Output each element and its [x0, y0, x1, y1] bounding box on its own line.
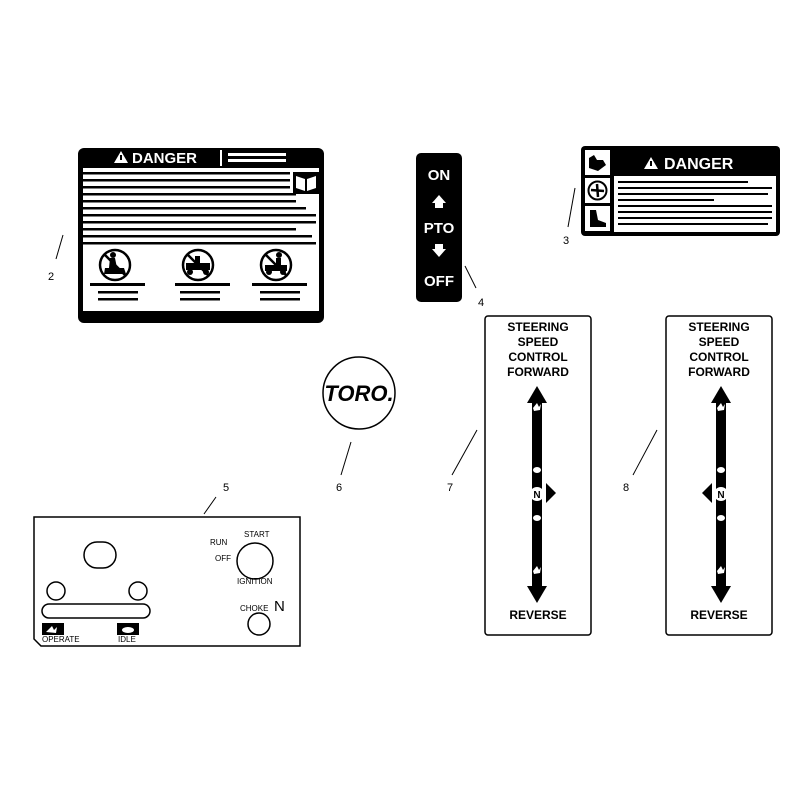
decal-7-neutral: N [533, 490, 540, 501]
decal-8-reverse: REVERSE [690, 608, 747, 622]
decal-2-text-lines [80, 172, 316, 245]
decal-5-control-panel: OPERATE IDLE RUN START OFF IGNITION CHOK… [33, 516, 301, 647]
fast-rabbit-icon [42, 623, 64, 635]
slow-turtle-icon [117, 623, 139, 635]
no-passenger-icon [181, 248, 215, 282]
decal-8-forward: FORWARD [688, 365, 750, 379]
slow-turtle-icon [533, 467, 541, 473]
svg-text:3: 3 [563, 235, 569, 247]
operate-label: OPERATE [42, 635, 80, 644]
panel-cutout-right [128, 581, 148, 601]
warning-triangle-icon [114, 151, 128, 163]
fast-rabbit-icon [533, 566, 541, 574]
toro-logo-text: TORO. [324, 381, 393, 406]
decal-7-line-2: SPEED [518, 335, 559, 349]
decal-2-danger-label: DANGER [78, 148, 324, 323]
decal-8-steering-label: STEERING SPEED CONTROL FORWARD N REVERSE [665, 315, 773, 636]
slow-turtle-icon [717, 515, 725, 521]
choke-symbol: N [274, 598, 285, 615]
idle-label: IDLE [118, 635, 136, 644]
decal-2-header: DANGER [132, 150, 197, 167]
decal-7-steering-label: STEERING SPEED CONTROL FORWARD N REVERSE [484, 315, 592, 636]
warning-triangle-icon [644, 157, 658, 169]
run-label: RUN [210, 538, 228, 547]
neutral-icon [530, 487, 544, 501]
svg-text:2: 2 [48, 271, 54, 283]
ignition-switch-hole [236, 542, 274, 580]
decal-3-header: DANGER [664, 156, 734, 173]
decal-7-line-3: CONTROL [508, 350, 567, 364]
no-passenger-icon [98, 248, 132, 282]
decal-3-text-lines [618, 181, 772, 225]
slow-turtle-icon [533, 515, 541, 521]
slow-turtle-icon [717, 467, 725, 473]
ignition-off-label: OFF [215, 554, 231, 563]
decal-8-line-1: STEERING [688, 320, 749, 334]
svg-text:8: 8 [623, 482, 629, 494]
decal-6-toro-logo: TORO. [322, 356, 396, 430]
callout-4: 4 [464, 265, 484, 309]
decal-2-caption-lines [90, 283, 307, 301]
callout-8: 8 [623, 429, 658, 494]
svg-text:5: 5 [223, 482, 229, 494]
operator-manual-icon [293, 172, 319, 194]
decal-8-line-3: CONTROL [689, 350, 748, 364]
choke-label: CHOKE [240, 604, 268, 613]
fast-rabbit-icon [717, 403, 725, 411]
svg-text:6: 6 [336, 482, 342, 494]
callout-2: 2 [48, 234, 64, 283]
hand-hazard-icon [589, 155, 606, 171]
decal-7-reverse: REVERSE [509, 608, 566, 622]
svg-text:7: 7 [447, 482, 453, 494]
pto-label: PTO [424, 220, 455, 237]
panel-cutout-left [46, 581, 66, 601]
decal-7-line-1: STEERING [507, 320, 568, 334]
neutral-icon [714, 487, 728, 501]
choke-hole [247, 612, 271, 636]
decal-4-pto-label: ON PTO OFF [416, 153, 462, 302]
decal-8-line-2: SPEED [699, 335, 740, 349]
callout-6: 6 [336, 441, 352, 494]
arrow-down-icon [432, 244, 446, 257]
arrow-up-icon [432, 195, 446, 208]
no-passenger-icon [259, 248, 293, 282]
start-label: START [244, 530, 270, 539]
fast-rabbit-icon [717, 566, 725, 574]
rotating-blade-icon [587, 180, 608, 201]
svg-text:4: 4 [478, 297, 484, 309]
pto-on-label: ON [428, 167, 451, 184]
callout-3: 3 [563, 187, 576, 247]
fast-rabbit-icon [533, 403, 541, 411]
throttle-slot [41, 603, 151, 619]
panel-cutout-oval [83, 541, 117, 569]
decal-8-neutral: N [717, 490, 724, 501]
ignition-label: IGNITION [237, 577, 273, 586]
decal-7-forward: FORWARD [507, 365, 569, 379]
pto-off-label: OFF [424, 273, 454, 290]
callout-7: 7 [447, 429, 478, 494]
decal-3-danger-label: DANGER [581, 146, 780, 236]
foot-hazard-icon [590, 210, 606, 227]
callout-5: 5 [203, 482, 229, 515]
